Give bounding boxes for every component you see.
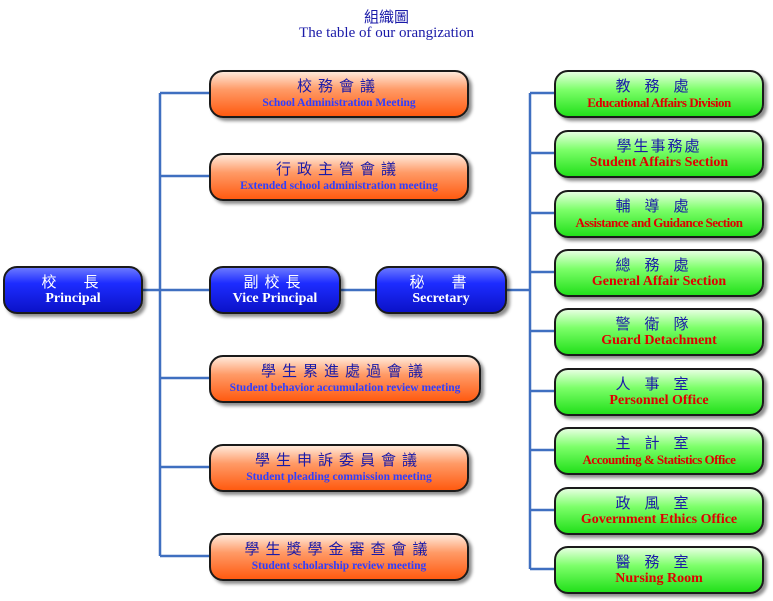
meeting-scholarship-review: 學生獎學金審查會議 Student scholarship review mee… [209,533,469,581]
principal-en: Principal [45,291,101,306]
vice-principal-zh: 副校長 [243,273,307,291]
office-en: Educational Affairs Division [587,95,731,110]
meeting-behavior-review: 學生累進處過會議 Student behavior accumulation r… [209,355,481,403]
meeting-en: School Administration Meeting [262,97,416,109]
office-general-affair: 總務處 General Affair Section [554,249,764,297]
office-guard-detachment: 警衛隊 Guard Detachment [554,308,764,356]
office-zh: 政風室 [615,494,703,512]
office-educational-affairs: 教務處 Educational Affairs Division [554,70,764,118]
meeting-en: Extended school administration meeting [240,180,438,192]
meeting-zh: 校務會議 [296,77,381,95]
meeting-zh: 學生申訴委員會議 [254,451,423,469]
office-en: Nursing Room [615,571,703,586]
office-en: Accounting & Statistics Office [582,452,736,467]
secretary-node: 秘 書 Secretary [375,266,507,314]
secretary-zh: 秘 書 [409,273,473,291]
chart-title-zh: 組織圖 [363,8,409,26]
meeting-en: Student behavior accumulation review mee… [229,382,461,394]
vice-principal-en: Vice Principal [232,291,318,306]
office-nursing-room: 醫務室 Nursing Room [554,546,764,594]
office-zh: 警衛隊 [615,315,703,333]
office-zh: 學生事務處 [616,137,702,155]
meeting-zh: 學生累進處過會議 [260,362,429,380]
vice-principal-node: 副校長 Vice Principal [209,266,341,314]
office-accounting-statistics: 主計室 Accounting & Statistics Office [554,427,764,475]
meeting-en: Student pleading commission meeting [246,471,432,483]
office-zh: 輔導處 [615,197,703,215]
office-zh: 教務處 [615,77,703,95]
office-government-ethics: 政風室 Government Ethics Office [554,487,764,535]
office-zh: 總務處 [615,256,703,274]
office-zh: 主計室 [615,434,703,452]
meeting-en: Student scholarship review meeting [251,560,427,572]
office-en: Assistance and Guidance Section [575,215,743,230]
office-en: Student Affairs Section [589,155,729,170]
meeting-school-administration: 校務會議 School Administration Meeting [209,70,469,118]
office-en: Personnel Office [609,393,709,408]
office-en: Guard Detachment [601,333,717,348]
meeting-zh: 學生獎學金審查會議 [244,540,434,558]
office-assistance-guidance: 輔導處 Assistance and Guidance Section [554,190,764,238]
secretary-en: Secretary [412,291,470,306]
principal-node: 校 長 Principal [3,266,143,314]
meeting-zh: 行政主管會議 [275,160,402,178]
office-zh: 醫務室 [615,553,703,571]
office-en: General Affair Section [591,274,727,289]
office-en: Government Ethics Office [580,512,738,527]
meeting-pleading-commission: 學生申訴委員會議 Student pleading commission mee… [209,444,469,492]
meeting-extended-administration: 行政主管會議 Extended school administration me… [209,153,469,201]
office-student-affairs: 學生事務處 Student Affairs Section [554,130,764,178]
office-personnel: 人事室 Personnel Office [554,368,764,416]
chart-title-en: The table of our orangization [299,25,474,41]
office-zh: 人事室 [615,375,703,393]
principal-zh: 校 長 [41,273,105,291]
